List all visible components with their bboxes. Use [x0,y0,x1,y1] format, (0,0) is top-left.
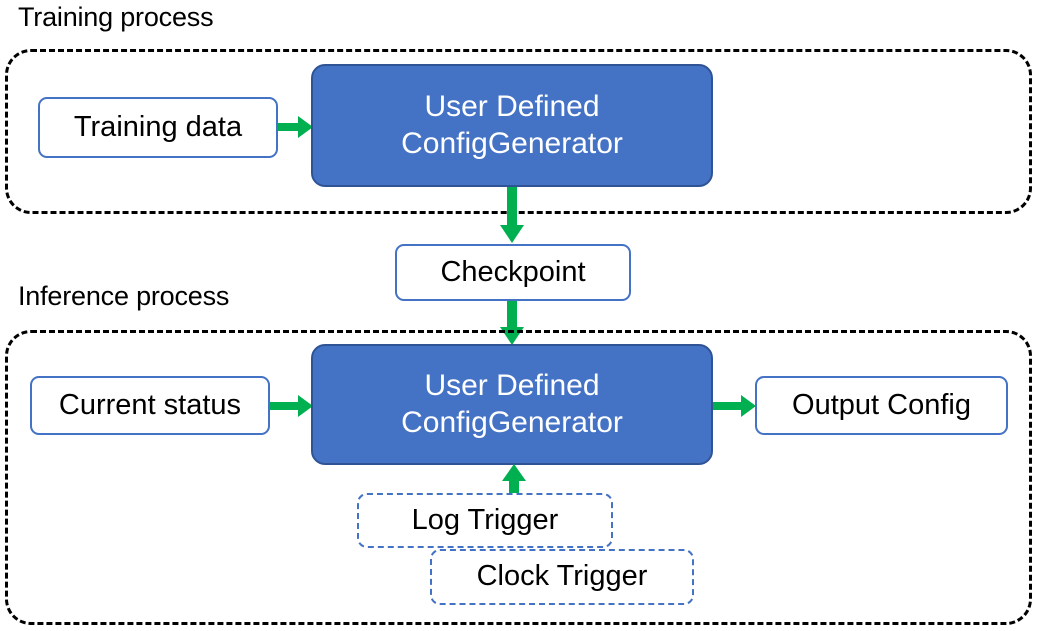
arrow-process-to-output-config [713,392,757,420]
current-status-node[interactable]: Current status [30,376,270,435]
arrow-checkpoint-to-inference-process [498,301,526,347]
training-process-group [5,49,1032,214]
training-config-generator-process[interactable]: User Defined ConfigGenerator [311,64,713,187]
clock-trigger-node[interactable]: Clock Trigger [430,549,694,605]
training-process-line2: ConfigGenerator [401,126,623,160]
log-trigger-node[interactable]: Log Trigger [357,493,613,548]
inference-config-generator-process[interactable]: User Defined ConfigGenerator [311,344,713,465]
training-process-caption: Training process [18,2,214,32]
output-config-node[interactable]: Output Config [755,376,1008,435]
inference-process-caption: Inference process [18,281,230,311]
arrow-training-process-to-checkpoint [498,187,526,245]
arrow-training-data-to-process [278,113,314,141]
inference-process-line2: ConfigGenerator [401,405,623,439]
arrow-current-status-to-process [270,392,314,420]
inference-process-line1: User Defined [424,368,600,402]
training-data-node[interactable]: Training data [38,97,278,158]
arrow-triggers-to-process [500,464,528,498]
inference-process-group [5,330,1032,625]
checkpoint-node[interactable]: Checkpoint [395,244,631,301]
training-process-line1: User Defined [424,89,600,123]
